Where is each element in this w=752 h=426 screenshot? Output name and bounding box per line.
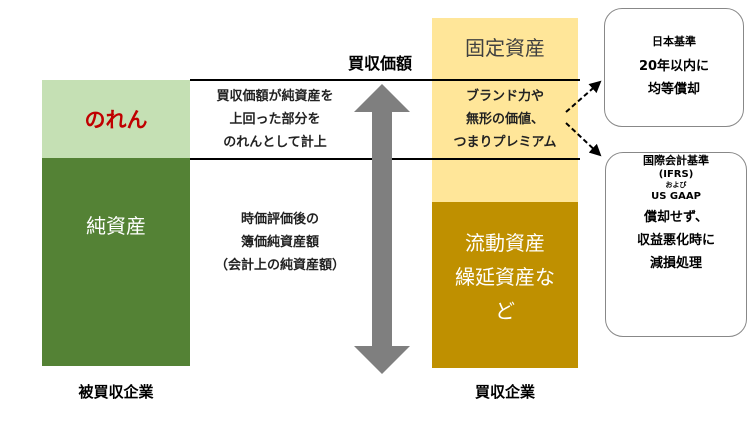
note-line: 無形の価値、 — [465, 112, 544, 127]
note-line: 簿価純資産額 — [240, 235, 319, 250]
note-line: つまりプレミアム — [453, 135, 557, 150]
note-line: 上回った部分を — [229, 112, 321, 127]
note-line: （会計上の純資産額） — [214, 258, 345, 273]
body-line: 収益悪化時に — [636, 233, 715, 248]
current-assets-block: 流動資産 繰延資産な ど — [432, 202, 578, 368]
current-line: 流動資産 — [465, 231, 545, 255]
ifrs-sub: (IFRS) — [658, 169, 694, 180]
goodwill-note: 買収価額が純資産を 上回った部分を のれんとして計上 — [195, 85, 355, 154]
jgaap-body: 20年以内に 均等償却 — [605, 55, 743, 101]
note-line: 買収価額が純資産を — [216, 89, 334, 104]
acquirer-caption: 買収企業 — [474, 383, 535, 401]
dashed-arrows-icon — [565, 80, 602, 157]
net-assets-note: 時価評価後の 簿価純資産額 （会計上の純資産額） — [195, 208, 365, 277]
fixed-assets-block — [432, 18, 578, 202]
double-arrow-icon — [354, 84, 410, 374]
price-label: 買収価額 — [347, 54, 412, 73]
current-line: 繰延資産な — [455, 265, 555, 289]
premium-note: ブランド力や 無形の価値、 つまりプレミアム — [432, 85, 578, 154]
japan-gaap-box: 日本基準 20年以内に 均等償却 — [604, 8, 744, 127]
body-line: 償却せず、 — [643, 210, 709, 225]
acquired-company-caption: 被買収企業 — [78, 383, 154, 401]
fixed-assets-label: 固定資産 — [465, 36, 545, 60]
price-line — [190, 79, 580, 81]
body-line: 20年以内に — [638, 59, 710, 74]
ifrs-box: 国際会計基準 (IFRS) および US GAAP 償却せず、 収益悪化時に 減… — [605, 152, 747, 337]
goodwill-label: のれん — [84, 108, 148, 132]
body-line: 均等償却 — [647, 82, 700, 97]
note-line: 時価評価後の — [240, 212, 319, 227]
net-assets-label: 純資産 — [86, 214, 146, 238]
note-line: のれんとして計上 — [223, 135, 327, 150]
current-line: ど — [495, 299, 515, 323]
ifrs-title: 国際会計基準 — [643, 154, 709, 167]
goodwill-block: のれん — [42, 80, 190, 158]
ifrs-body: 償却せず、 収益悪化時に 減損処理 — [606, 206, 746, 275]
body-line: 減損処理 — [649, 256, 702, 271]
us-gaap: US GAAP — [651, 191, 701, 202]
jgaap-title: 日本基準 — [652, 35, 696, 48]
ifrs-and: および — [665, 181, 687, 189]
net-assets-block: 純資産 — [42, 158, 190, 366]
note-line: ブランド力や — [465, 89, 544, 104]
